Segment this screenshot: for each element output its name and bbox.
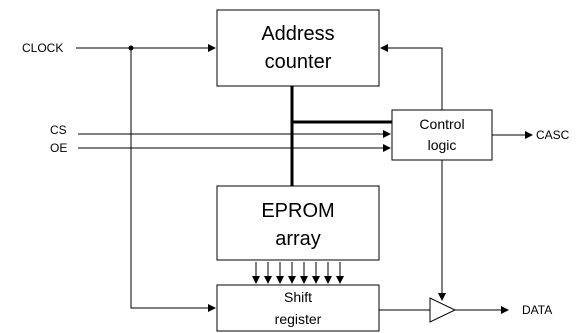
- parallel-data-lines: [252, 262, 344, 284]
- output-buffer-triangle: [429, 297, 457, 323]
- address-counter-label-line2: counter: [265, 51, 332, 73]
- data-label: DATA: [522, 303, 552, 317]
- control-logic-label-line1: Control: [419, 116, 464, 132]
- cs-label: CS: [50, 123, 67, 137]
- shift-register-block: [216, 284, 380, 332]
- address-counter-label-line1: Address: [261, 23, 334, 45]
- casc-label: CASC: [536, 128, 570, 142]
- eprom-array-label-line2: array: [275, 228, 321, 250]
- control-logic-block: [391, 109, 493, 161]
- shift-register-label-line1: Shift: [284, 289, 312, 305]
- shift-register-label-line2: register: [275, 311, 322, 327]
- control-logic-label-line2: logic: [428, 137, 457, 153]
- control-feedback-wire: [380, 44, 443, 110]
- clock-to-shift-register-wire: [130, 48, 216, 312]
- eprom-array-label-line1: EPROM: [261, 200, 334, 222]
- address-counter-block: [216, 9, 380, 87]
- oe-label: OE: [50, 141, 67, 155]
- clock-label: CLOCK: [22, 41, 63, 55]
- eprom-array-block: [216, 185, 380, 261]
